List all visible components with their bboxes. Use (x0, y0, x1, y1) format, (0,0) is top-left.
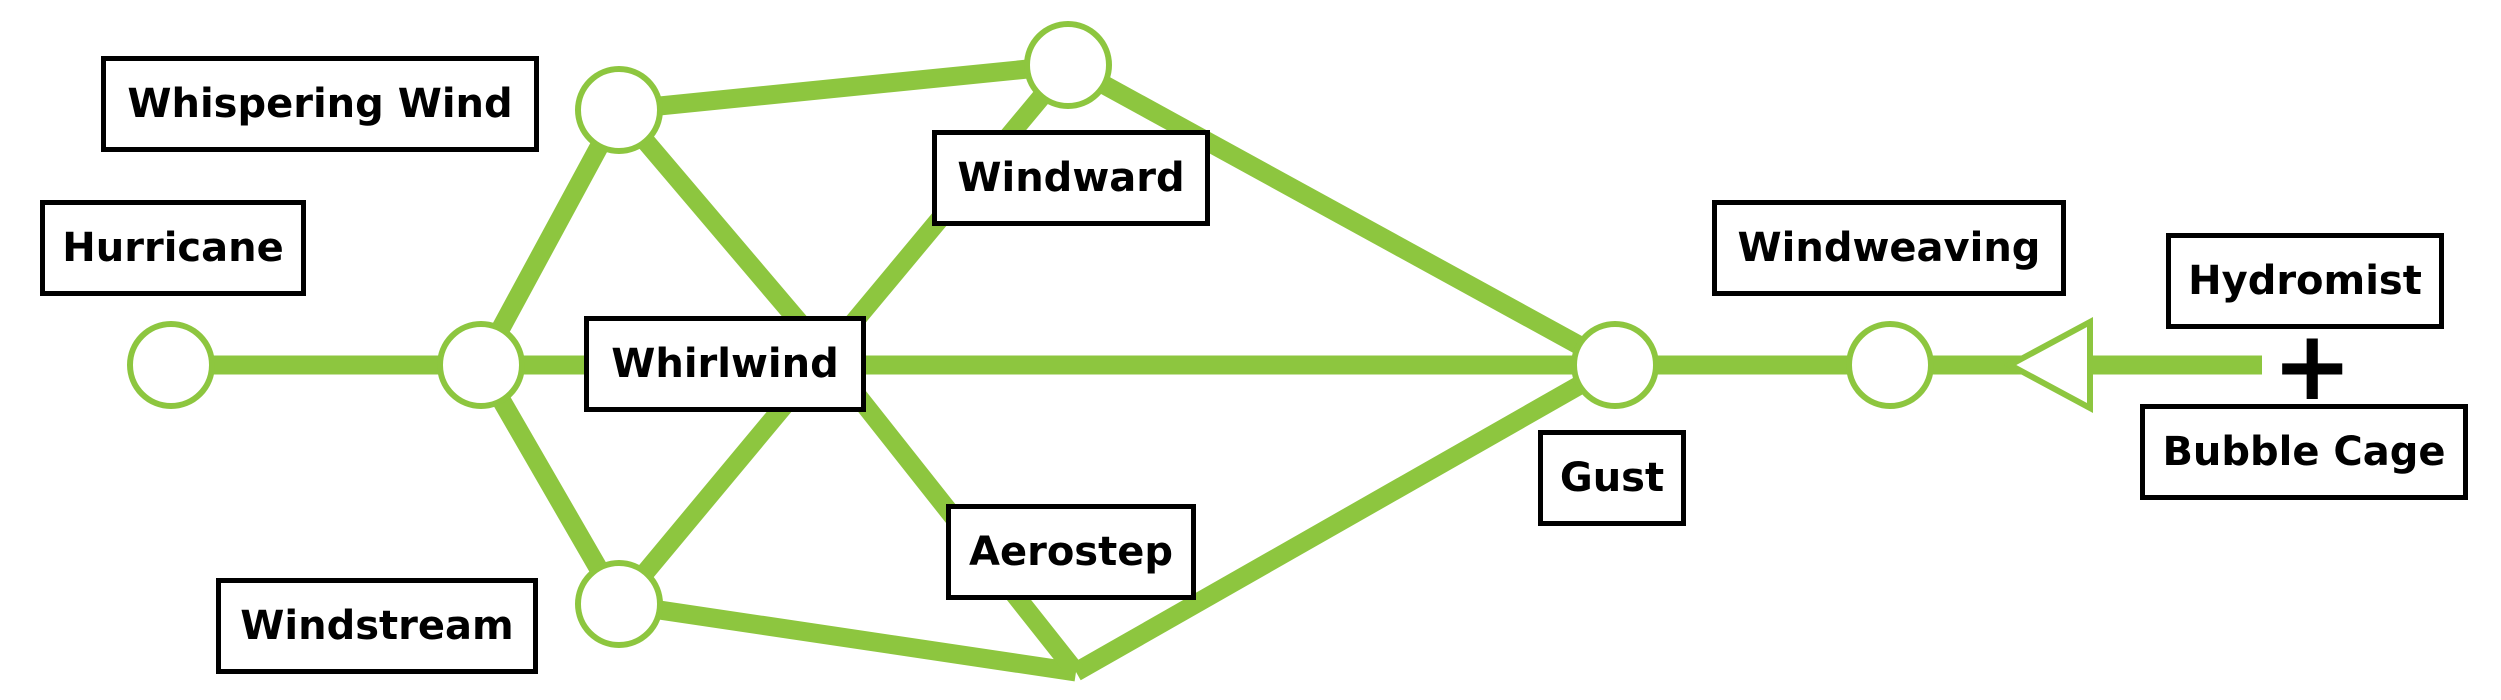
connection-line (611, 103, 808, 330)
skill-node[interactable] (1024, 21, 1112, 109)
label-gust: Gust (1538, 430, 1686, 526)
skill-node[interactable] (1571, 321, 1659, 409)
label-aerostep: Aerostep (946, 504, 1196, 600)
skill-node[interactable] (127, 321, 215, 409)
connection-line (617, 594, 1078, 682)
connection-line (618, 55, 1069, 120)
label-windweaving: Windweaving (1712, 200, 2066, 296)
label-whispering-wind: Whispering Wind (101, 56, 539, 152)
connection-line (472, 360, 628, 609)
skill-node[interactable] (437, 321, 525, 409)
plus-icon: + (2272, 310, 2353, 422)
connection-line (1063, 56, 1620, 374)
label-windstream: Windstream (216, 578, 538, 674)
connection-line (1071, 356, 1620, 681)
label-whirlwind: Whirlwind (584, 316, 866, 412)
label-hydromist: Hydromist (2166, 233, 2444, 329)
label-hurricane: Hurricane (40, 200, 306, 296)
skill-node[interactable] (1846, 321, 1934, 409)
skill-node[interactable] (575, 66, 663, 154)
skill-nodes (127, 21, 1934, 648)
label-windward: Windward (932, 130, 1210, 226)
skill-node[interactable] (575, 560, 663, 648)
connection-line (472, 105, 628, 370)
triangle-arrow-icon (2003, 316, 2093, 414)
label-bubble-cage: Bubble Cage (2140, 404, 2468, 500)
